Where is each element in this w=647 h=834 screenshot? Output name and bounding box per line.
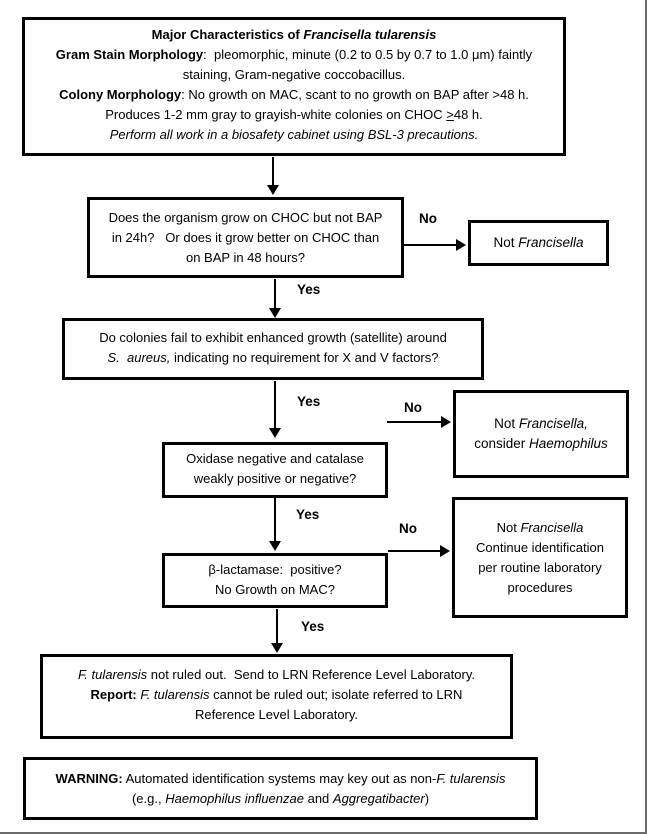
arrow-q3-yes-head-icon	[269, 541, 281, 551]
page-border-right	[645, 0, 647, 834]
arrow-info-to-q1-line	[272, 157, 274, 186]
arrow-q2-no-head-icon	[441, 416, 451, 428]
no-label-2: No	[404, 400, 422, 415]
no-label-1: No	[419, 211, 437, 226]
arrow-q2-yes-line	[274, 381, 276, 429]
question-beta-lactamase-box: β-lactamase: positive? No Growth on MAC?	[162, 553, 388, 608]
yes-label-1: Yes	[297, 282, 321, 297]
arrow-q4-yes-head-icon	[271, 643, 283, 653]
arrow-q1-yes-line	[274, 279, 276, 309]
gram-stain-line2: staining, Gram-negative coccobacillus.	[182, 67, 406, 82]
warning-box: WARNING: Automated identification system…	[23, 757, 538, 820]
page-border-bottom	[0, 832, 647, 834]
gram-stain-line: Gram Stain Morphology: pleomorphic, minu…	[55, 47, 533, 62]
question-choc-bap-box: Does the organism grow on CHOC but not B…	[87, 197, 404, 278]
arrow-q4-yes-line	[276, 609, 278, 644]
question-satellite-box: Do colonies fail to exhibit enhanced gro…	[62, 318, 484, 380]
arrow-q2-no-line	[387, 421, 442, 423]
colony-line2: Produces 1-2 mm gray to grayish-white co…	[105, 107, 483, 122]
not-francisella-box: Not Francisella	[468, 220, 609, 266]
arrow-q4-no-head-icon	[440, 545, 450, 557]
arrow-q3-yes-line	[274, 498, 276, 542]
arrow-info-to-q1-head-icon	[267, 185, 279, 195]
bsl-note: Perform all work in a biosafety cabinet …	[109, 127, 479, 142]
yes-label-3: Yes	[296, 507, 320, 522]
no-label-3: No	[399, 521, 417, 536]
colony-line: Colony Morphology: No growth on MAC, sca…	[59, 87, 529, 102]
info-title: Major Characteristics of Francisella tul…	[151, 27, 437, 42]
not-francisella-haemophilus-box: Not Francisella, consider Haemophilus	[453, 390, 629, 478]
result-lrn-box: F. tularensis not ruled out. Send to LRN…	[40, 654, 513, 739]
arrow-q2-yes-head-icon	[269, 428, 281, 438]
arrow-q1-no-head-icon	[456, 239, 466, 251]
arrow-q1-yes-head-icon	[269, 308, 281, 318]
arrow-q1-no-line	[404, 244, 457, 246]
yes-label-2: Yes	[297, 394, 321, 409]
info-box: Major Characteristics of Francisella tul…	[22, 17, 566, 156]
yes-label-4: Yes	[301, 619, 325, 634]
question-oxidase-catalase-box: Oxidase negative and catalase weakly pos…	[162, 442, 388, 498]
continue-identification-box: Not Francisella Continue identification …	[452, 497, 628, 618]
arrow-q4-no-line	[388, 550, 441, 552]
